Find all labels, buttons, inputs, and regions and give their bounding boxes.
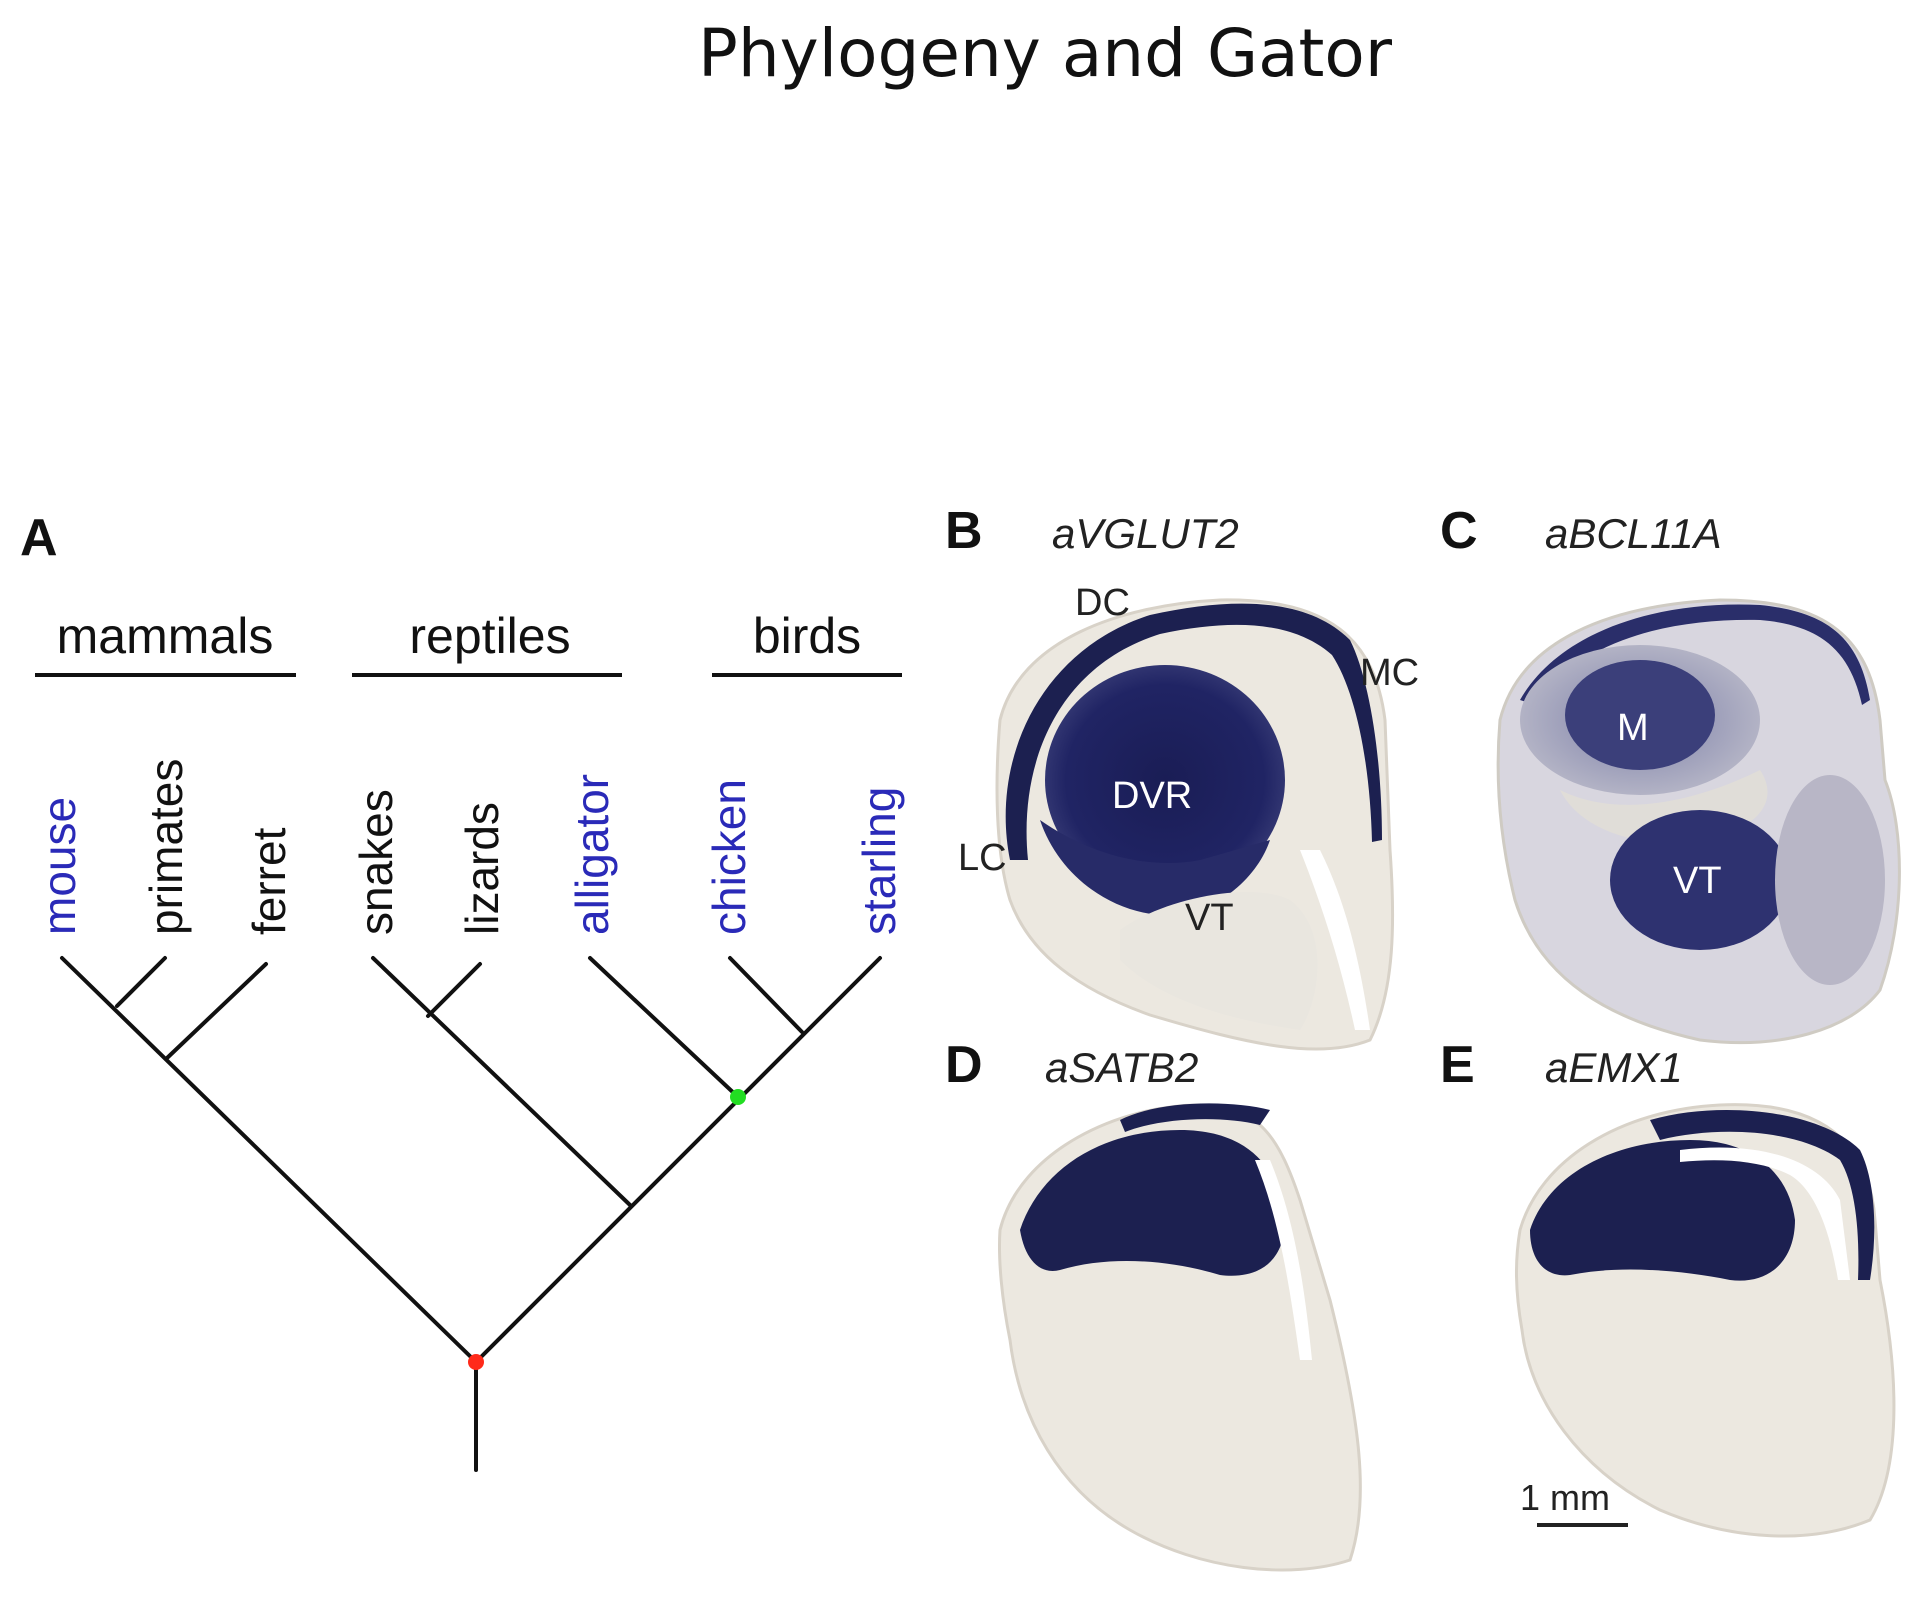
- panel-c-letter: C: [1440, 502, 1478, 560]
- panel-a: A mammals reptiles birds mouse primates …: [20, 509, 905, 1472]
- cortex-stain-band: [1520, 604, 1870, 705]
- region-label-vt: VT: [1673, 860, 1722, 902]
- figure-title: Phylogeny and Gator: [698, 15, 1392, 92]
- brain-section-c: [1496, 598, 1901, 1044]
- taxon-label-lizards: lizards: [456, 802, 508, 935]
- phylogenetic-tree: [60, 956, 882, 1472]
- brain-section-b: [995, 598, 1395, 1051]
- panel-b: B aVGLUT2 DC MC DVR LC VT: [945, 502, 1419, 1051]
- archosaur-node: [730, 1089, 746, 1105]
- branch-chicken: [728, 956, 804, 1034]
- panel-c-gene: aBCL11A: [1545, 510, 1722, 557]
- dorsal-stain: [1120, 1103, 1270, 1132]
- upper-stain: [1530, 1140, 1795, 1281]
- panel-d-gene: aSATB2: [1045, 1044, 1198, 1091]
- panel-b-letter: B: [945, 502, 983, 560]
- brain-section-d: [997, 1103, 1362, 1572]
- panel-b-gene: aVGLUT2: [1052, 510, 1239, 557]
- taxon-label-mouse: mouse: [33, 797, 85, 935]
- panel-c: C aBCL11A M VT: [1440, 502, 1901, 1044]
- panel-a-letter: A: [20, 509, 58, 567]
- branch-alligator: [588, 956, 740, 1099]
- ventricle-gap: [1255, 1160, 1312, 1360]
- panel-d-letter: D: [945, 1036, 983, 1094]
- branch-starling-to-root: [474, 956, 882, 1364]
- panel-e-letter: E: [1440, 1036, 1475, 1094]
- region-label-mc: MC: [1360, 652, 1419, 694]
- region-label-dc: DC: [1075, 582, 1130, 624]
- ventricle-gap: [1300, 850, 1370, 1030]
- dvr-stain: [1045, 665, 1285, 895]
- panel-e-gene: aEMX1: [1545, 1044, 1683, 1091]
- taxon-label-chicken: chicken: [703, 779, 755, 935]
- vt-pale-region: [1120, 891, 1318, 1030]
- group-label-mammals: mammals: [57, 608, 274, 664]
- taxon-label-snakes: snakes: [350, 789, 402, 935]
- panel-e: E aEMX1 1 mm: [1440, 1036, 1896, 1538]
- vt-stain: [1610, 810, 1790, 950]
- branch-snakes: [371, 956, 632, 1207]
- panel-d: D aSATB2: [945, 1036, 1362, 1572]
- branch-primates: [115, 956, 167, 1008]
- brain-section-e: [1514, 1103, 1896, 1538]
- region-label-lc: LC: [958, 837, 1007, 879]
- taxon-label-primates: primates: [140, 759, 192, 935]
- dvr-lower-stain: [1040, 820, 1270, 916]
- taxon-label-starling: starling: [853, 787, 905, 935]
- region-label-vt: VT: [1185, 897, 1234, 939]
- region-label-m: M: [1617, 707, 1649, 749]
- region-label-dvr: DVR: [1112, 775, 1192, 817]
- upper-stain: [1020, 1130, 1285, 1276]
- taxon-label-ferret: ferret: [243, 827, 295, 935]
- root-node: [468, 1354, 484, 1370]
- branch-mouse-to-root: [60, 956, 478, 1364]
- scale-bar-label: 1 mm: [1520, 1477, 1610, 1518]
- group-label-birds: birds: [753, 608, 861, 664]
- lateral-lobe: [1775, 775, 1885, 985]
- cortex-stain-band: [1650, 1110, 1875, 1280]
- ventricle-gap: [1680, 1147, 1850, 1280]
- branch-lizards: [426, 962, 482, 1018]
- branch-ferret: [164, 962, 268, 1061]
- m-core-stain: [1565, 660, 1715, 770]
- group-label-reptiles: reptiles: [409, 608, 570, 664]
- taxon-label-alligator: alligator: [566, 774, 618, 935]
